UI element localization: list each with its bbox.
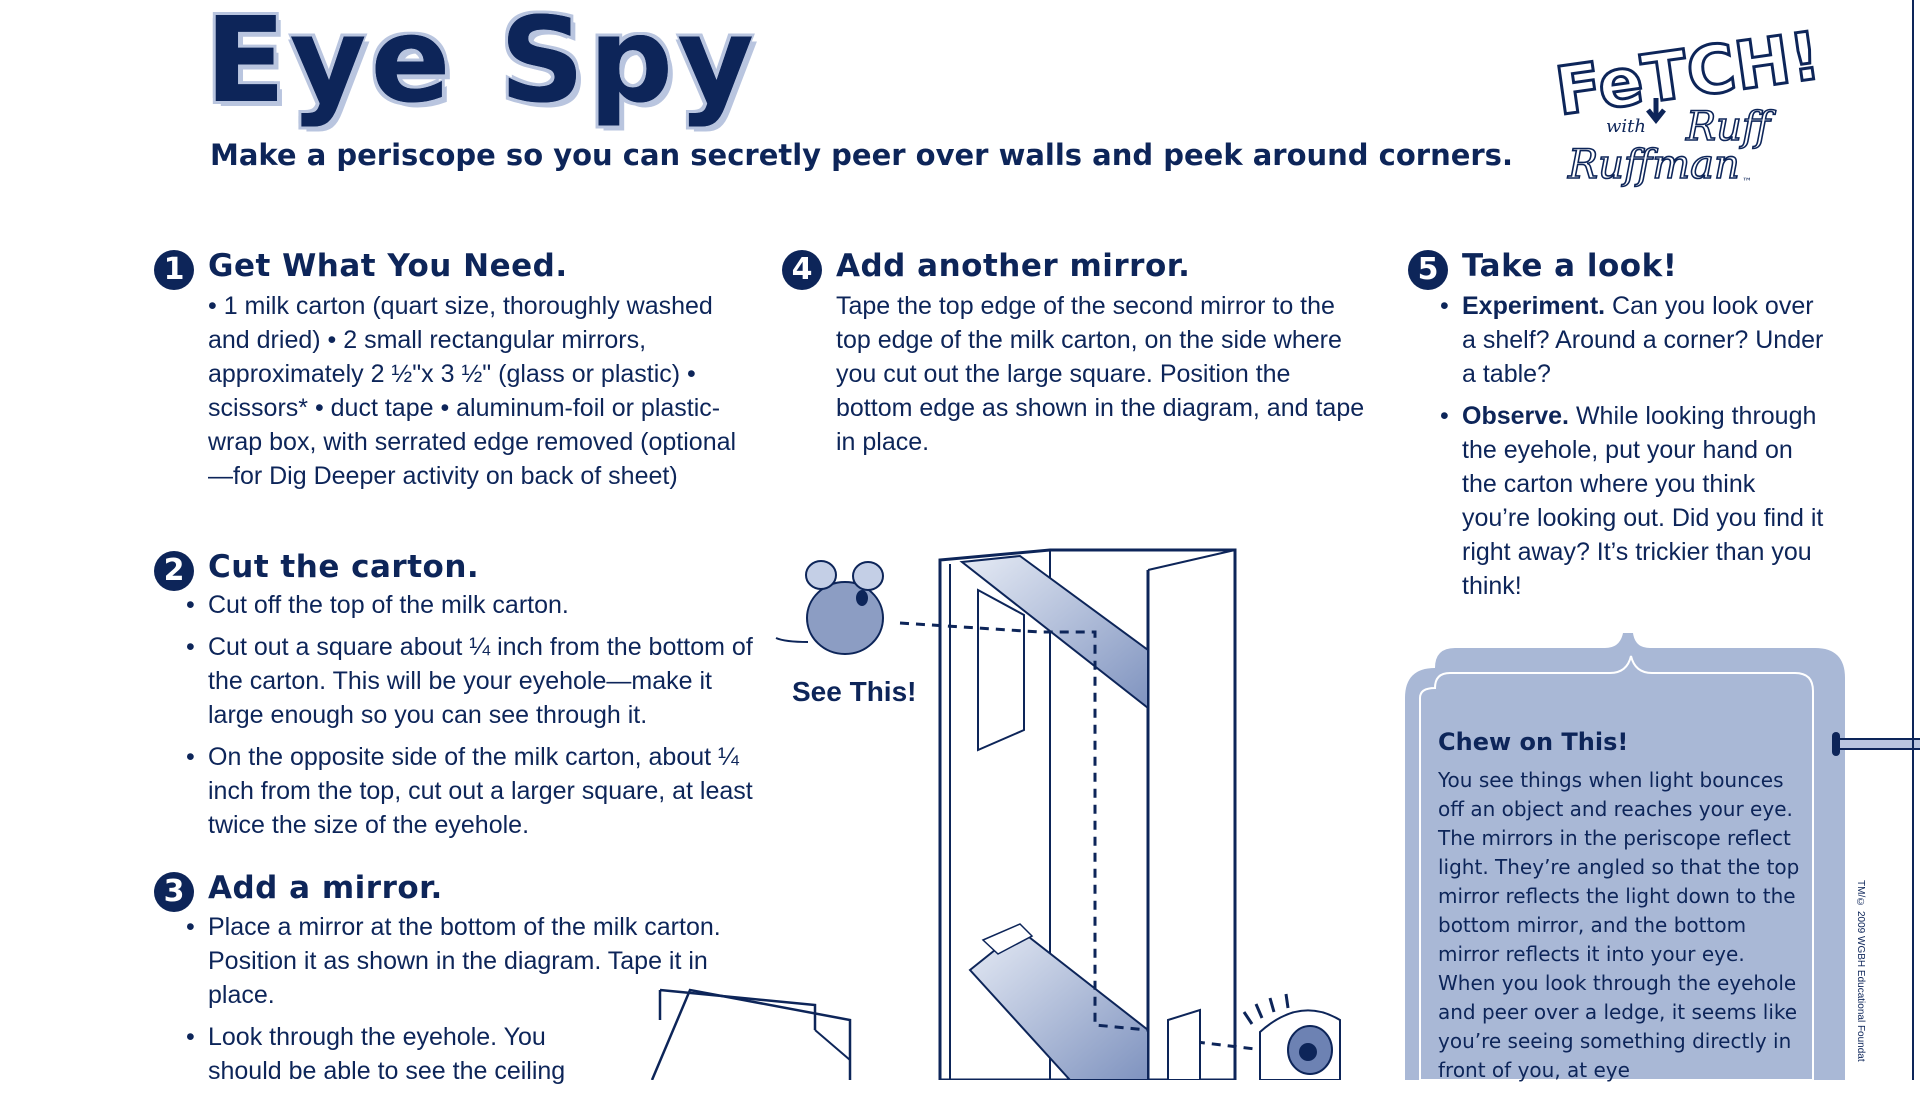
svg-text:with: with bbox=[1606, 116, 1646, 137]
step-1-text: • 1 milk carton (quart size, thoroughly … bbox=[208, 292, 737, 490]
page-title: Eye Spy bbox=[205, 0, 759, 129]
page-subtitle: Make a periscope so you can secretly pee… bbox=[210, 138, 1513, 172]
step-1-heading: Get What You Need. bbox=[208, 248, 568, 284]
chew-text: You see things when light bounces off an… bbox=[1438, 768, 1800, 1082]
step-2-number: 2 bbox=[154, 551, 194, 591]
step-3-number: 3 bbox=[154, 872, 194, 912]
edge-tab-knob bbox=[1832, 732, 1840, 756]
periscope-diagram bbox=[650, 548, 1341, 1080]
step-3-heading: Add a mirror. bbox=[208, 870, 443, 906]
see-this-label: See This! bbox=[792, 676, 917, 707]
eye-icon bbox=[1242, 993, 1341, 1080]
step-4-number: 4 bbox=[782, 250, 822, 290]
list-item: Cut out a square about ¼ inch from the b… bbox=[186, 630, 756, 732]
list-item: Observe. While looking through the eyeho… bbox=[1440, 399, 1830, 603]
mouse-icon bbox=[775, 560, 884, 655]
step-5-list: Experiment. Can you look over a shelf? A… bbox=[1440, 289, 1830, 611]
svg-text:Ruff: Ruff bbox=[1685, 104, 1777, 150]
chew-heading: Chew on This! bbox=[1438, 728, 1629, 756]
list-item: Look through the eyehole. You should be … bbox=[186, 1020, 588, 1088]
svg-text:Ruffman: Ruffman bbox=[1567, 142, 1740, 188]
step-5-heading: Take a look! bbox=[1462, 248, 1678, 284]
chew-box-background bbox=[1405, 633, 1845, 1080]
edge-tab bbox=[1836, 738, 1920, 750]
step-4-heading: Add another mirror. bbox=[836, 248, 1191, 284]
list-item: Place a mirror at the bottom of the milk… bbox=[186, 910, 746, 1012]
list-item: Experiment. Can you look over a shelf? A… bbox=[1440, 289, 1830, 391]
fetch-logo: FeTCH! with Ruff Ruffman ™ bbox=[1548, 0, 1848, 200]
list-item: On the opposite side of the milk carton,… bbox=[186, 740, 756, 842]
svg-text:™: ™ bbox=[1742, 177, 1752, 188]
step-4-text: Tape the top edge of the second mirror t… bbox=[836, 292, 1365, 456]
step-5-number: 5 bbox=[1408, 250, 1448, 290]
list-item: Cut off the top of the milk carton. bbox=[186, 588, 756, 622]
page-edge bbox=[1912, 0, 1914, 1080]
step-2-heading: Cut the carton. bbox=[208, 549, 480, 585]
copyright-text: TM/© 2009 WGBH Educational Foundat bbox=[1855, 880, 1866, 1062]
step-2-list: Cut off the top of the milk carton. Cut … bbox=[186, 588, 756, 850]
step-1-number: 1 bbox=[154, 250, 194, 290]
